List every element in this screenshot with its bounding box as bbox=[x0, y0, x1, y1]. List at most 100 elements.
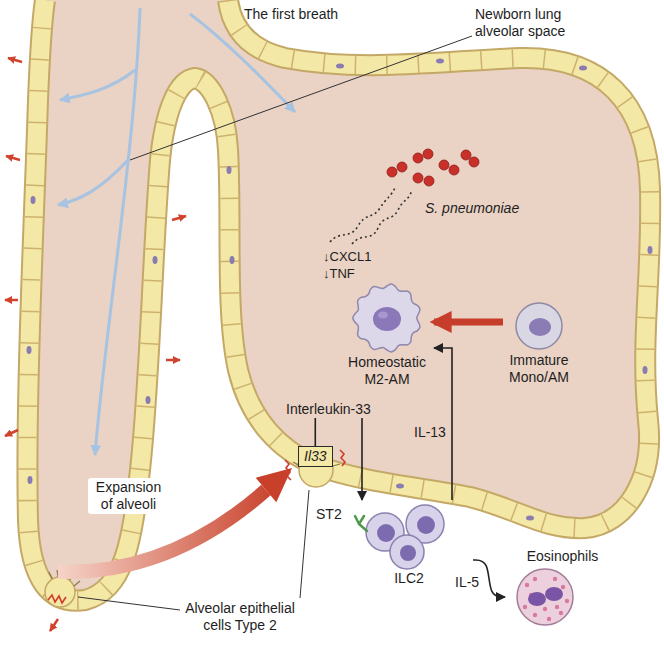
nucleus bbox=[146, 396, 151, 404]
leader-line bbox=[130, 36, 472, 160]
nucleus bbox=[396, 484, 404, 489]
s-pneumoniae-bacteria bbox=[387, 149, 479, 186]
eosinophil-granule bbox=[523, 605, 527, 609]
annotation-label: ST2 bbox=[316, 506, 342, 523]
coccus bbox=[413, 173, 423, 183]
annotation-label: Alveolar epithelial cells Type 2 bbox=[175, 600, 305, 634]
connector-arrow bbox=[434, 319, 503, 326]
annotation-label: The first breath bbox=[244, 6, 338, 23]
stretch-arrow bbox=[166, 359, 180, 362]
ilc2-cluster: ILC2 bbox=[345, 500, 473, 587]
annotation-label: ↓TNF bbox=[323, 265, 355, 282]
signal-wave bbox=[352, 190, 412, 244]
nucleus bbox=[227, 166, 232, 174]
eosinophil-granule bbox=[561, 585, 565, 589]
eosinophil-granule bbox=[547, 617, 551, 621]
leader-line bbox=[78, 597, 180, 610]
signal-wave bbox=[330, 186, 396, 242]
epithelium-cell-borders bbox=[27, 0, 650, 601]
stretch-arrow bbox=[8, 58, 22, 62]
eosinophil-granule bbox=[555, 605, 559, 609]
eosinophil-granule bbox=[565, 599, 569, 603]
ilc2-nucleus bbox=[377, 524, 395, 542]
nucleus bbox=[27, 346, 32, 354]
edge-label: IL-13 bbox=[414, 424, 446, 441]
annotation-label: Newborn lung alveolar space bbox=[475, 6, 605, 40]
eosinophil-nucleus bbox=[545, 587, 563, 601]
nucleus bbox=[436, 59, 444, 64]
node-text: Homeostatic M2-AM bbox=[340, 354, 434, 388]
nucleus-highlight bbox=[378, 312, 388, 319]
alveolar-space bbox=[27, 0, 650, 601]
node-text: ILC2 bbox=[345, 570, 473, 587]
eosinophil-granule bbox=[559, 611, 563, 615]
coccus bbox=[423, 149, 433, 159]
eosinophil-nucleus bbox=[528, 592, 546, 606]
nucleus bbox=[31, 196, 36, 204]
microvillus bbox=[333, 464, 340, 466]
eosinophil-granule bbox=[533, 577, 537, 581]
gene-box: Il33 bbox=[298, 446, 333, 467]
macrophage-body bbox=[353, 284, 420, 352]
nucleus bbox=[648, 246, 653, 254]
coccus bbox=[449, 165, 459, 175]
coccus bbox=[469, 157, 479, 167]
eosinophil-granule bbox=[533, 613, 537, 617]
cell-drawing bbox=[505, 565, 620, 629]
edge-label: IL-5 bbox=[455, 574, 479, 591]
coccus bbox=[424, 176, 434, 186]
annotation-label: Expansion of alveoli bbox=[88, 478, 169, 514]
microvillus bbox=[49, 572, 52, 579]
air-arrow bbox=[95, 8, 140, 455]
cell-drawing bbox=[345, 500, 473, 570]
macrophage-nucleus bbox=[373, 307, 401, 331]
microvillus bbox=[57, 570, 58, 577]
eosinophil-granule bbox=[553, 577, 557, 581]
annotation-label: S. pneumoniae bbox=[425, 200, 519, 217]
eosinophil-body bbox=[517, 569, 573, 625]
monocyte-body bbox=[516, 303, 562, 349]
stretch-arrow bbox=[5, 430, 18, 436]
edge-label: Interleukin-33 bbox=[284, 401, 373, 418]
cell-nuclei bbox=[27, 59, 653, 521]
air-arrow bbox=[60, 70, 135, 100]
coccus bbox=[461, 150, 471, 160]
coccus bbox=[387, 167, 397, 177]
st2-receptor bbox=[355, 516, 367, 531]
monocyte-nucleus bbox=[529, 318, 551, 336]
node-text: Eosinophils bbox=[505, 548, 620, 565]
node-text: Il33 bbox=[304, 448, 327, 465]
coccus bbox=[397, 162, 407, 172]
node-text: Immature Mono/AM bbox=[503, 352, 575, 386]
strain-mark bbox=[48, 595, 66, 603]
signal-waves bbox=[330, 186, 412, 244]
coccus bbox=[413, 153, 423, 163]
microvillus bbox=[74, 581, 80, 586]
nucleus bbox=[579, 66, 587, 71]
leader-lines bbox=[78, 36, 472, 610]
monocyte-cell: Immature Mono/AM bbox=[503, 300, 575, 386]
leader-line bbox=[300, 490, 309, 598]
ilc2-nucleus bbox=[417, 516, 435, 534]
ilc2-body bbox=[390, 535, 424, 569]
coccus bbox=[439, 160, 449, 170]
epithelium bbox=[27, 0, 650, 601]
nucleus bbox=[153, 256, 158, 264]
air-arrow bbox=[58, 160, 128, 205]
epithelium-cells bbox=[27, 0, 650, 601]
annotation-label: ↓CXCL1 bbox=[323, 248, 371, 265]
epithelium-outline bbox=[27, 0, 650, 601]
air-flow bbox=[58, 8, 295, 455]
stretch-arrow bbox=[5, 299, 18, 302]
air-arrow bbox=[190, 14, 295, 112]
stretch-arrow bbox=[50, 619, 58, 631]
nucleus bbox=[28, 476, 33, 484]
cell-drawing bbox=[340, 282, 434, 354]
stretch-arrow bbox=[172, 216, 186, 220]
